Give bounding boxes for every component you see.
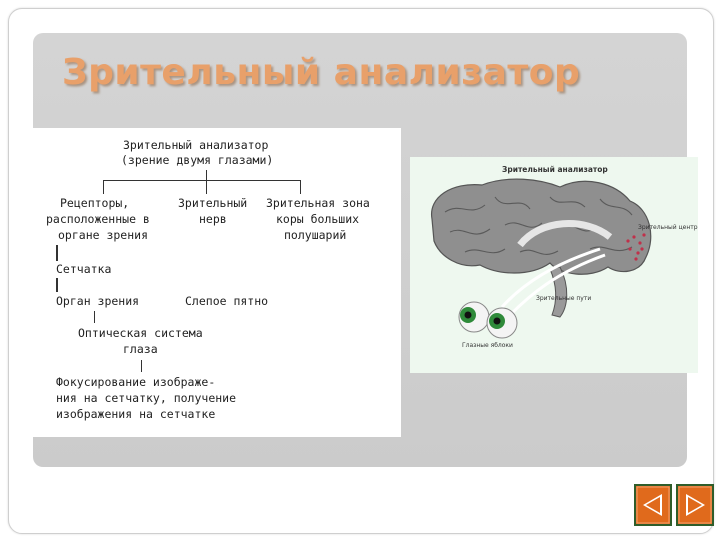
previous-slide-button[interactable] [634, 484, 672, 526]
slide-title: Зрительный анализатор [62, 52, 581, 93]
triangle-right-icon [676, 484, 714, 526]
scheme-connector [56, 278, 58, 292]
focus-line2: ния на сетчатку, получение [56, 391, 237, 405]
cortex-line1: Зрительная зона [266, 196, 370, 210]
eyeball-right [486, 307, 518, 339]
scheme-root-line1: Зрительный анализатор [123, 138, 269, 152]
scheme-connector [141, 360, 142, 372]
retina-label: Сетчатка [56, 262, 112, 276]
scheme-root-line2: (зрение двумя глазами) [121, 153, 274, 167]
receptors-line1: Рецепторы, [60, 196, 130, 210]
cortex-line3: полушарий [284, 228, 347, 242]
figure-title: Зрительный анализатор [502, 165, 608, 174]
brain-figure: Зрительный анализатор Зрительный центр [410, 157, 698, 373]
visual-center-dots [626, 233, 646, 261]
corpus-callosum [517, 220, 613, 248]
optics-line2: глаза [123, 342, 158, 356]
triangle-left-icon [634, 484, 672, 526]
receptors-line2: расположенные в [46, 212, 150, 226]
receptors-line3: органе зрения [58, 228, 149, 242]
visual-center-label: Зрительный центр [638, 224, 698, 231]
scheme-connector [94, 311, 95, 323]
scheme-connector [206, 180, 207, 194]
scheme-connector [103, 180, 104, 194]
scheme-connector [206, 170, 207, 180]
brain-gyri [444, 196, 633, 255]
focus-line3: изображения на сетчатке [56, 407, 216, 421]
eyeballs-label: Глазные яблоки [462, 342, 513, 349]
analyzer-scheme: Зрительный анализатор (зрение двумя глаз… [30, 128, 401, 437]
nerve-line1: Зрительный [178, 196, 248, 210]
nerve-line2: нерв [199, 212, 227, 226]
next-slide-button[interactable] [676, 484, 714, 526]
scheme-connector [300, 180, 301, 194]
brain-illustration: Зрительный анализатор Зрительный центр [431, 165, 698, 349]
organ-label: Орган зрения [56, 294, 140, 308]
focus-line1: Фокусирование изображе- [56, 375, 216, 389]
scheme-connector [103, 180, 300, 181]
cortex-line2: коры больших [276, 212, 360, 226]
scheme-connector [56, 245, 58, 261]
optic-pathway [500, 247, 601, 309]
optic-pathway [508, 253, 606, 317]
blind-spot-label: Слепое пятно [185, 294, 269, 308]
optics-line1: Оптическая система [78, 326, 203, 340]
eyeball-left [458, 301, 490, 333]
visual-path-label: Зрительные пути [536, 295, 591, 302]
